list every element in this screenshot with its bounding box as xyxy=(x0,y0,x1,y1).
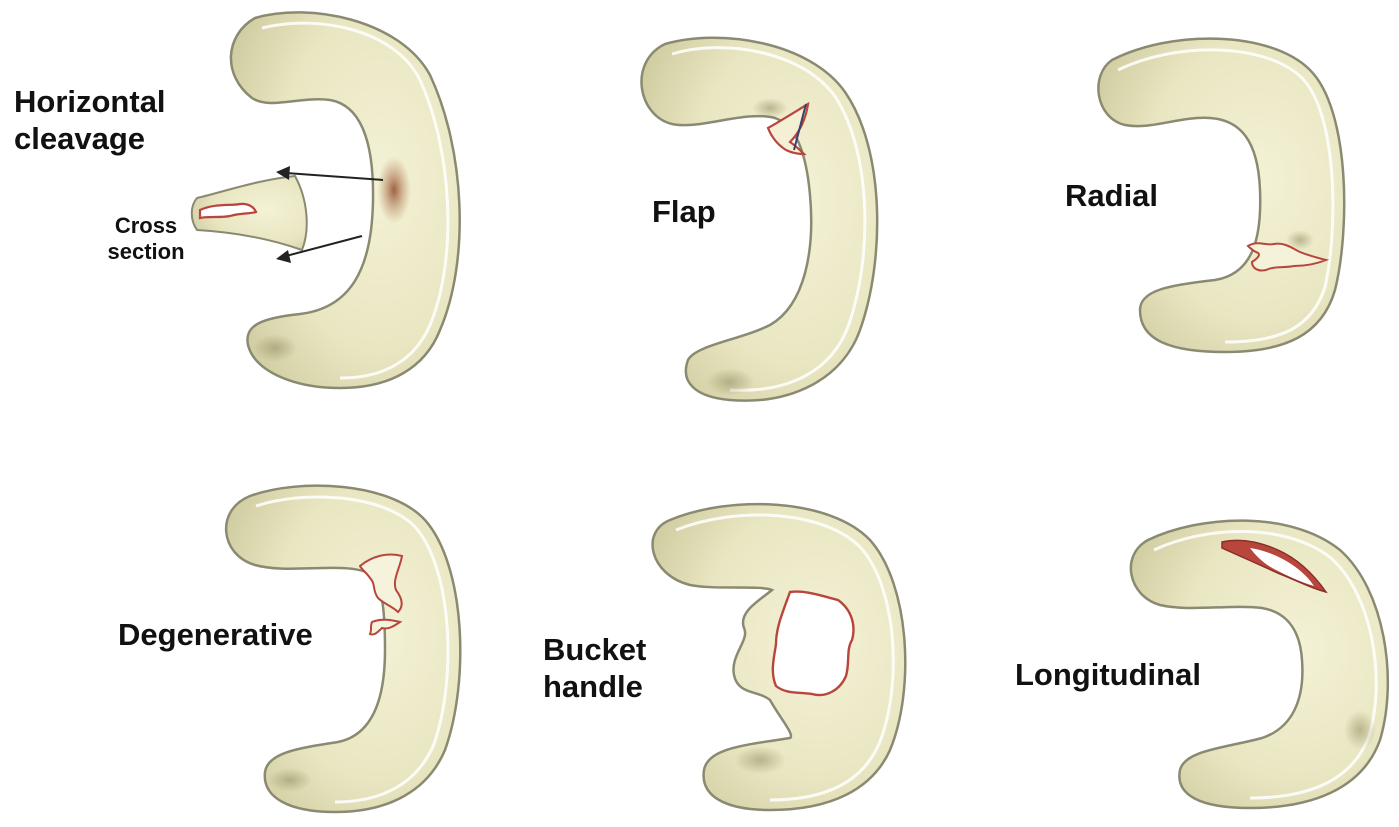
shading xyxy=(268,768,312,792)
label-cross-section-line1: Cross xyxy=(96,213,196,239)
label-flap-text: Flap xyxy=(652,194,716,231)
label-radial-text: Radial xyxy=(1065,178,1158,215)
label-degenerative: Degenerative xyxy=(118,617,313,654)
label-horizontal-cleavage: Horizontal cleavage xyxy=(14,84,166,157)
arrowhead-bottom xyxy=(276,250,291,263)
label-flap: Flap xyxy=(652,194,716,231)
label-bucket-handle-line2: handle xyxy=(543,669,646,706)
tear-bruise xyxy=(377,156,411,224)
label-degenerative-text: Degenerative xyxy=(118,617,313,654)
bucket-handle-tear xyxy=(773,592,854,695)
label-horizontal-cleavage-line1: Horizontal xyxy=(14,84,166,121)
label-radial: Radial xyxy=(1065,178,1158,215)
arrow-line-top xyxy=(286,173,383,180)
label-horizontal-cleavage-line2: cleavage xyxy=(14,121,166,158)
shading xyxy=(1344,710,1376,750)
meniscus-horizontal-cleavage xyxy=(192,12,460,388)
label-longitudinal-text: Longitudinal xyxy=(1015,657,1201,694)
shading xyxy=(734,746,786,774)
degenerative-tear-upper xyxy=(360,554,402,612)
shading xyxy=(253,334,297,362)
label-cross-section-line2: section xyxy=(96,239,196,265)
label-cross-section: Cross section xyxy=(96,213,196,265)
shading xyxy=(706,368,754,396)
meniscus-bucket-handle xyxy=(653,504,906,810)
shading xyxy=(1286,230,1314,250)
label-longitudinal: Longitudinal xyxy=(1015,657,1201,694)
shading xyxy=(752,98,788,118)
label-bucket-handle-line1: Bucket xyxy=(543,632,646,669)
label-bucket-handle: Bucket handle xyxy=(543,632,646,705)
